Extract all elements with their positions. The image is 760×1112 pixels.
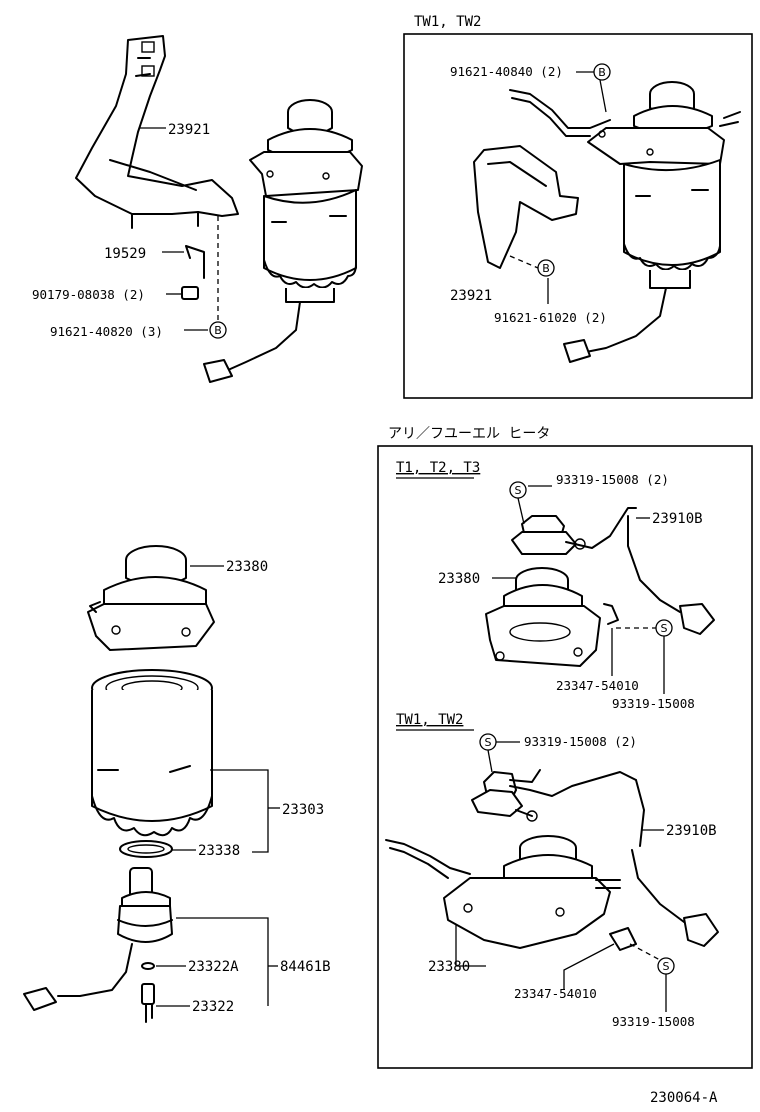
sub-header-tw1-tw2: TW1, TW2 <box>396 712 463 728</box>
tl-bracket-23921 <box>75 35 239 229</box>
tl-filter-assembly <box>203 99 363 383</box>
svg-text:S: S <box>485 736 492 749</box>
svg-text:S: S <box>663 960 670 973</box>
br-heater-b <box>385 769 719 951</box>
label-93319-15008-b: 93319-15008 <box>612 1014 695 1029</box>
tl-nut-90179 <box>181 286 199 300</box>
label-23910B-b: 23910B <box>666 823 717 839</box>
marker-b-icon: B <box>209 321 227 339</box>
label-23380-a: 23380 <box>438 571 480 587</box>
label-91621-40840: 91621-40840 (2) <box>450 64 563 79</box>
marker-s-icon: S <box>655 619 673 637</box>
svg-text:B: B <box>598 66 606 79</box>
label-23338: 23338 <box>198 843 240 859</box>
br-heater-a <box>485 507 715 667</box>
tr-leaders <box>509 71 607 304</box>
label-90179-08038: 90179-08038 (2) <box>32 287 145 302</box>
label-23347-54010-b: 23347-54010 <box>514 986 597 1001</box>
label-23347-54010-a: 23347-54010 <box>556 678 639 693</box>
bl-sensor-84461B <box>23 867 173 1023</box>
tr-bracket-23921 <box>473 145 579 269</box>
tw-box <box>403 33 753 399</box>
bl-filter-head-23380 <box>87 545 215 651</box>
label-93319-15008-a: 93319-15008 <box>612 696 695 711</box>
label-93319-15008-2-a: 93319-15008 (2) <box>556 472 669 487</box>
svg-text:S: S <box>661 622 668 635</box>
figure-id: 230064-A <box>650 1090 718 1106</box>
tl-clip-19529 <box>185 245 205 279</box>
label-91621-40820: 91621-40820 (3) <box>50 324 163 339</box>
heater-header-jp: アリ／フユーエル ヒータ <box>388 426 550 442</box>
label-19529: 19529 <box>104 246 146 262</box>
marker-s-icon: S <box>657 957 675 975</box>
br-a-leaders <box>492 485 665 694</box>
label-23380-bl: 23380 <box>226 559 268 575</box>
svg-text:B: B <box>542 262 550 275</box>
svg-text:S: S <box>515 484 522 497</box>
label-23322A: 23322A <box>188 959 239 975</box>
marker-s-icon: S <box>479 733 497 751</box>
label-23910B-a: 23910B <box>652 511 703 527</box>
label-23303: 23303 <box>282 802 324 818</box>
label-23921-tw: 23921 <box>450 288 492 304</box>
bl-leaders <box>156 565 280 1007</box>
br-b-leaders <box>455 741 667 1012</box>
label-23921: 23921 <box>168 122 210 138</box>
label-84461B: 84461B <box>280 959 331 975</box>
heater-box <box>377 445 753 1069</box>
marker-b-icon: B <box>537 259 555 277</box>
label-93319-15008-2-b: 93319-15008 (2) <box>524 734 637 749</box>
bl-filter-element-23303 <box>91 669 213 837</box>
label-23322: 23322 <box>192 999 234 1015</box>
tr-filter-assembly <box>509 81 741 363</box>
label-91621-61020: 91621-61020 (2) <box>494 310 607 325</box>
label-23380-b: 23380 <box>428 959 470 975</box>
marker-s-icon: S <box>509 481 527 499</box>
marker-b-icon: B <box>593 63 611 81</box>
svg-text:B: B <box>214 324 222 337</box>
tw-header: TW1, TW2 <box>414 14 481 30</box>
sub-header-t1-t2-t3: T1, T2, T3 <box>396 460 480 476</box>
bl-gasket-23338 <box>119 840 173 858</box>
tl-leaders <box>140 127 219 331</box>
